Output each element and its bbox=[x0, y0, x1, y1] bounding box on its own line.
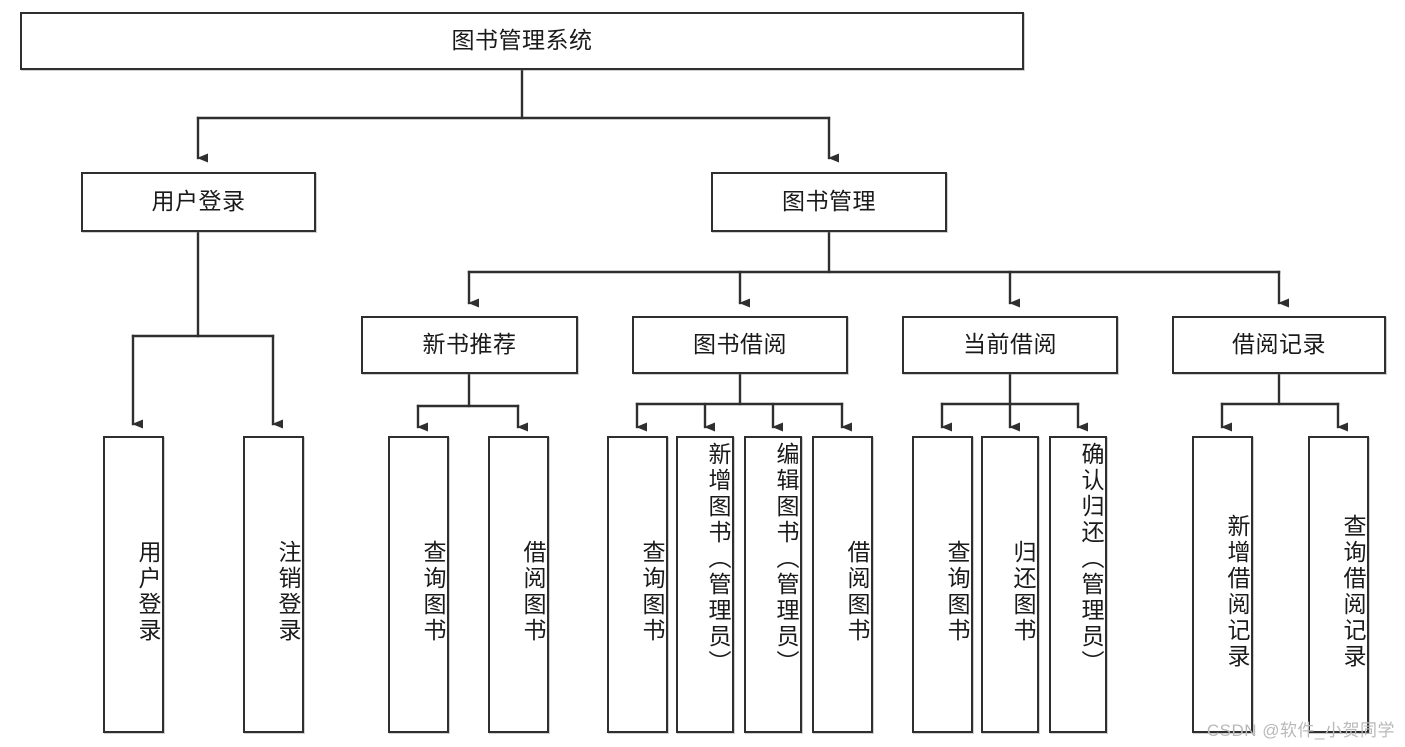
leaf-borrow-book-newbook-label: 借阅图书 bbox=[520, 539, 546, 644]
leaf-query-book-current-label: 查询图书 bbox=[944, 539, 970, 644]
node-book-borrow-label: 图书借阅 bbox=[693, 331, 787, 358]
leaf-query-book-borrow-label: 查询图书 bbox=[639, 539, 665, 644]
node-borrow-records-label: 借阅记录 bbox=[1232, 331, 1326, 358]
node-user-login-label: 用户登录 bbox=[151, 188, 246, 215]
node-borrow-records[interactable]: 借阅记录 bbox=[1172, 316, 1386, 374]
node-book-management-label: 图书管理 bbox=[782, 188, 876, 215]
leaf-query-book-newbook[interactable]: 查询图书 bbox=[388, 436, 449, 733]
leaf-user-login[interactable]: 用户登录 bbox=[103, 436, 164, 733]
node-new-book-recommend-label: 新书推荐 bbox=[422, 331, 517, 358]
node-book-management[interactable]: 图书管理 bbox=[711, 172, 947, 232]
leaf-borrow-book-label: 借阅图书 bbox=[844, 539, 870, 644]
leaf-query-book-newbook-label: 查询图书 bbox=[420, 539, 446, 644]
leaf-query-book-borrow[interactable]: 查询图书 bbox=[607, 436, 668, 733]
node-book-borrow[interactable]: 图书借阅 bbox=[632, 316, 848, 374]
node-current-borrow-label: 当前借阅 bbox=[963, 331, 1057, 358]
leaf-confirm-return-admin[interactable]: 确认归还（管理员） bbox=[1049, 436, 1107, 733]
leaf-edit-book-admin[interactable]: 编辑图书（管理员） bbox=[744, 436, 802, 733]
leaf-logout-label: 注销登录 bbox=[275, 539, 301, 644]
leaf-query-borrow-record[interactable]: 查询借阅记录 bbox=[1308, 436, 1369, 733]
leaf-return-book[interactable]: 归还图书 bbox=[981, 436, 1039, 733]
leaf-logout[interactable]: 注销登录 bbox=[243, 436, 304, 733]
node-current-borrow[interactable]: 当前借阅 bbox=[902, 316, 1118, 374]
leaf-query-book-current[interactable]: 查询图书 bbox=[912, 436, 973, 733]
node-root-label: 图书管理系统 bbox=[451, 27, 593, 54]
leaf-borrow-book[interactable]: 借阅图书 bbox=[812, 436, 873, 733]
leaf-add-book-admin[interactable]: 新增图书（管理员） bbox=[676, 436, 734, 733]
node-user-login[interactable]: 用户登录 bbox=[81, 172, 316, 232]
leaf-query-borrow-record-label: 查询借阅记录 bbox=[1340, 513, 1366, 670]
node-root[interactable]: 图书管理系统 bbox=[20, 12, 1024, 70]
node-new-book-recommend[interactable]: 新书推荐 bbox=[361, 316, 578, 374]
watermark-text: CSDN @软件_小贺同学 bbox=[1206, 721, 1395, 740]
leaf-edit-book-admin-label: 编辑图书（管理员） bbox=[773, 442, 799, 676]
leaf-borrow-book-newbook[interactable]: 借阅图书 bbox=[488, 436, 549, 733]
leaf-return-book-label: 归还图书 bbox=[1010, 539, 1036, 644]
leaf-user-login-label: 用户登录 bbox=[135, 539, 161, 644]
leaf-add-borrow-record[interactable]: 新增借阅记录 bbox=[1192, 436, 1253, 733]
leaf-confirm-return-admin-label: 确认归还（管理员） bbox=[1078, 442, 1104, 676]
leaf-add-book-admin-label: 新增图书（管理员） bbox=[705, 442, 731, 676]
leaf-add-borrow-record-label: 新增借阅记录 bbox=[1224, 513, 1250, 670]
